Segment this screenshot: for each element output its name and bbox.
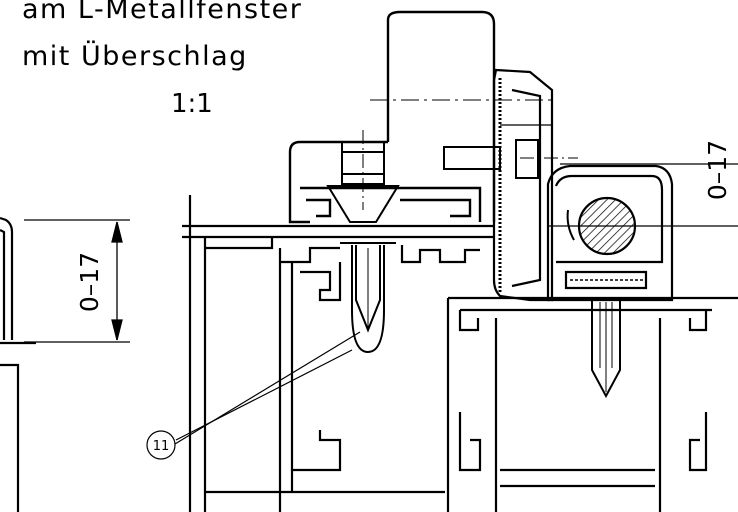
right-frame-profile xyxy=(446,296,738,512)
horizontal-bolt xyxy=(443,139,578,179)
left-frame-profile xyxy=(0,216,36,512)
serrated-plate xyxy=(492,68,554,302)
callout-11 xyxy=(146,331,361,460)
right-screw xyxy=(591,300,621,399)
clamp-bracket xyxy=(288,10,552,224)
right-clip xyxy=(546,164,674,302)
dimension-right-label: 0–17 xyxy=(703,140,732,200)
right-dimension xyxy=(548,163,738,227)
title-line-2: mit Überschlag xyxy=(22,40,248,72)
scale-label: 1:1 xyxy=(171,89,213,119)
left-dimension xyxy=(24,219,130,343)
screw-11 xyxy=(340,242,396,354)
callout-number: 11 xyxy=(153,439,170,454)
screw-head xyxy=(326,130,400,223)
title-line-1: am L-Metallfenster xyxy=(22,0,302,25)
dimension-left-label: 0–17 xyxy=(75,252,104,312)
